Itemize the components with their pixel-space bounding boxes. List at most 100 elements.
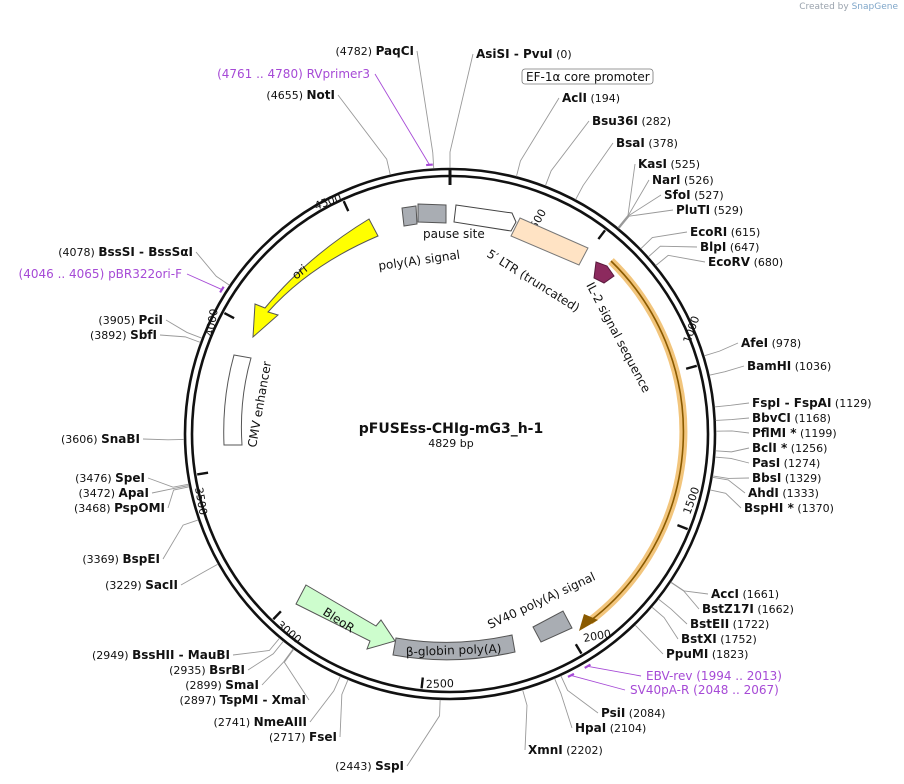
restriction-site-label[interactable]: PluTI (529) (676, 203, 743, 217)
restriction-site-label[interactable]: Bsu36I (282) (592, 114, 671, 128)
site-leader-line (658, 598, 688, 625)
ef1a-promoter-feature[interactable] (453, 204, 517, 232)
site-leader-line (545, 120, 590, 186)
restriction-site-label[interactable]: (2741) NmeAIII (214, 715, 307, 729)
restriction-site-label[interactable]: (3606) SnaBI (61, 432, 140, 446)
restriction-site-label[interactable]: (2717) FseI (269, 730, 337, 744)
site-leader-line (416, 50, 435, 169)
plasmid-length: 4829 bp (428, 437, 473, 450)
il2-signal-feature[interactable] (593, 261, 615, 284)
tick-label: 4500 (313, 191, 344, 213)
polya-signal-feature[interactable] (401, 205, 418, 227)
beta-globin-feature[interactable] (392, 634, 516, 661)
restriction-site-label[interactable]: PflMI * (1199) (752, 426, 837, 440)
restriction-site-label[interactable]: (3468) PspOMI (74, 501, 165, 515)
restriction-site-label[interactable]: AhdI (1333) (748, 486, 819, 500)
restriction-site-label[interactable]: KasI (525) (638, 157, 700, 171)
restriction-site-label[interactable]: BbvCI (1168) (752, 411, 831, 425)
tick-mark (597, 229, 606, 240)
ori-feature[interactable] (252, 218, 379, 339)
primer-label[interactable]: (4761 .. 4780) RVprimer3 (217, 67, 370, 81)
restriction-site-label[interactable]: AfeI (978) (741, 336, 801, 350)
site-leader-line (560, 675, 599, 714)
site-leader-line (142, 438, 185, 441)
restriction-site-label[interactable]: BstEII (1722) (690, 617, 769, 631)
restriction-site-label[interactable]: (4782) PaqCI (335, 44, 414, 58)
bleor-feature[interactable] (295, 584, 396, 650)
restriction-site-label[interactable]: FspI - FspAI (1129) (752, 396, 872, 410)
snapgene-logo: SnapGene (851, 2, 898, 12)
restriction-site-label[interactable]: EcoRI (615) (690, 225, 760, 239)
site-leader-line (159, 334, 201, 343)
restriction-site-label[interactable]: AclI (194) (562, 91, 620, 105)
polya-signal-label: poly(A) signal (377, 248, 460, 273)
site-leader-line (522, 689, 528, 751)
site-leader-line (648, 245, 698, 258)
restriction-site-label[interactable]: (3905) PciI (98, 313, 163, 327)
pause-site-feature[interactable] (417, 203, 447, 224)
restriction-site-label[interactable]: BamHI (1036) (747, 359, 831, 373)
cmv-enhancer-feature[interactable] (223, 354, 252, 446)
primer-bar (567, 672, 575, 678)
restriction-site-label[interactable]: (2443) SspI (335, 759, 404, 773)
primer-leader-line (186, 273, 223, 290)
tick-mark (685, 364, 698, 370)
primer-label[interactable]: SV40pA-R (2048 .. 2067) (630, 683, 779, 697)
restriction-site-label[interactable]: (4078) BssSI - BssSαI (58, 245, 193, 259)
sv40-polya-feature[interactable] (532, 610, 573, 643)
restriction-site-label[interactable]: (3229) SacII (105, 578, 178, 592)
tick-mark (272, 610, 282, 621)
site-leader-line (618, 209, 674, 229)
ef1a-label-box (521, 68, 654, 85)
restriction-site-label[interactable]: BspHI * (1370) (744, 501, 834, 515)
site-leader-line (167, 486, 190, 509)
restriction-site-label[interactable]: (2949) BssHII - MauBI (92, 648, 230, 662)
primer-label[interactable]: (4046 .. 4065) pBR322ori-F (19, 267, 183, 281)
restriction-site-label[interactable]: (2935) BsrBI (169, 663, 245, 677)
site-leader-line (575, 142, 614, 200)
restriction-site-label[interactable]: BstZ17I (1662) (702, 602, 794, 616)
restriction-site-label[interactable]: AsiSI - PvuI (0) (476, 47, 572, 61)
restriction-site-label[interactable]: BbsI (1329) (752, 471, 821, 485)
snapgene-credit: Created by SnapGene (799, 2, 898, 12)
restriction-site-label[interactable]: SfoI (527) (664, 188, 724, 202)
restriction-site-label[interactable]: (4655) NotI (266, 88, 335, 102)
ltr-feature[interactable] (510, 217, 589, 266)
site-leader-line (261, 648, 294, 686)
restriction-site-label[interactable]: (2899) SmaI (185, 678, 259, 692)
restriction-site-label[interactable]: AccI (1661) (711, 587, 779, 601)
site-leader-line (151, 485, 190, 494)
restriction-site-label[interactable]: BclI * (1256) (752, 441, 827, 455)
restriction-site-label[interactable]: (3892) SbfI (90, 328, 157, 342)
restriction-site-label[interactable]: BstXI (1752) (681, 632, 757, 646)
restriction-site-label[interactable]: BsaI (378) (616, 136, 678, 150)
primer-label[interactable]: EBV-rev (1994 .. 2013) (646, 669, 782, 683)
restriction-site-label[interactable]: (3369) BspEI (82, 552, 160, 566)
cds-arrow-feature[interactable] (579, 258, 688, 631)
primer-bar (426, 163, 433, 167)
site-leader-line (714, 402, 750, 408)
tick-mark (574, 643, 583, 655)
pause-site-label: pause site (423, 227, 485, 241)
restriction-site-label[interactable]: HpaI (2104) (575, 721, 646, 735)
site-leader-line (232, 637, 280, 656)
site-leader-line (634, 624, 664, 655)
tick-label: 3500 (192, 486, 210, 516)
restriction-site-label[interactable]: (2897) TspMI - XmaI (180, 693, 306, 707)
restriction-site-label[interactable]: NarI (526) (652, 173, 714, 187)
site-leader-line (704, 342, 739, 357)
restriction-site-label[interactable]: (3476) SpeI (75, 471, 145, 485)
restriction-site-label[interactable]: PsiI (2084) (601, 706, 665, 720)
site-leader-line (162, 519, 199, 560)
restriction-site-label[interactable]: (3472) ApaI (78, 486, 149, 500)
site-leader-line (709, 489, 742, 509)
restriction-site-label[interactable]: PpuMI (1823) (666, 647, 748, 661)
site-leader-line (339, 679, 349, 738)
restriction-site-label[interactable]: XmnI (2202) (528, 743, 603, 757)
restriction-site-label[interactable]: PasI (1274) (752, 456, 820, 470)
primer-leader-line (570, 674, 626, 691)
restriction-site-label[interactable]: BlpI (647) (700, 240, 759, 254)
restriction-site-label[interactable]: EcoRV (680) (708, 255, 783, 269)
tick-mark (676, 523, 689, 531)
